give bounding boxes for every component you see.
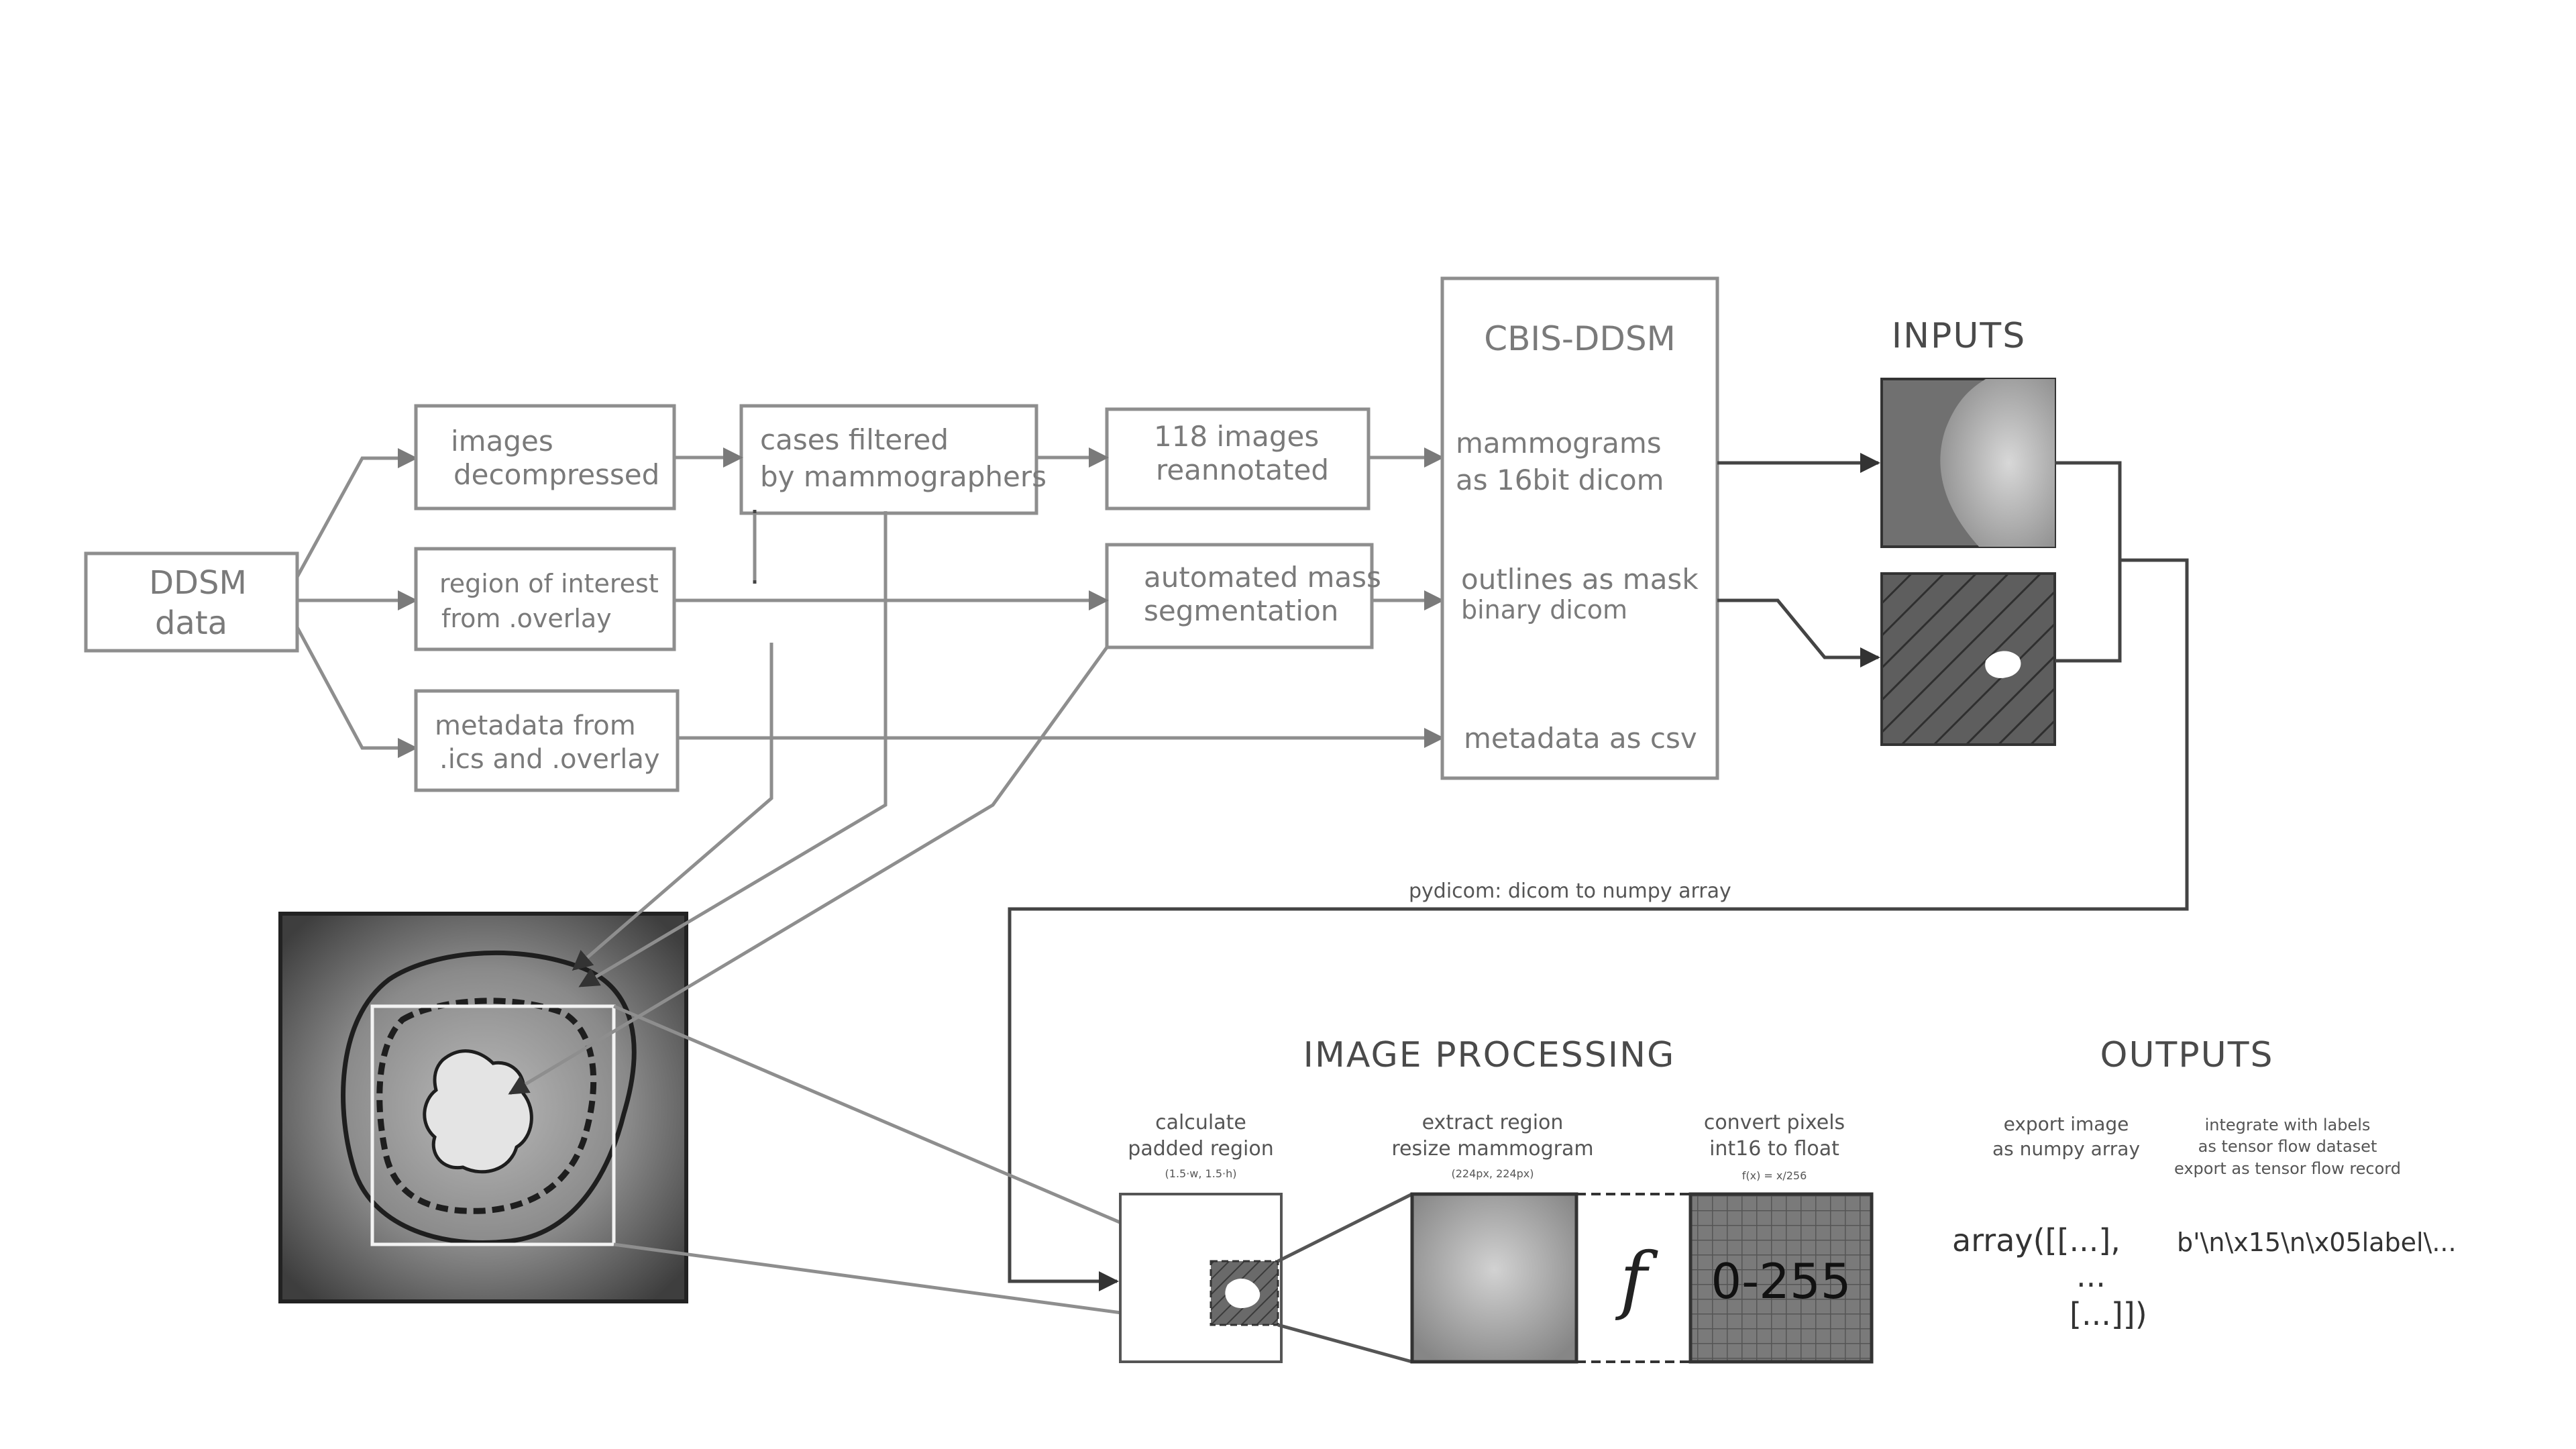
step-segmentation-line2: segmentation xyxy=(1144,594,1338,627)
step-decompressed-line2: decompressed xyxy=(453,458,659,491)
outputs-col1-line1: export image xyxy=(2004,1113,2129,1135)
step-filtered-line1: cases filtered xyxy=(760,423,949,456)
step-segmentation-box: automated mass segmentation xyxy=(1105,543,1381,649)
step-roi-line2: from .overlay xyxy=(441,604,612,633)
step-metadata-line1: metadata from xyxy=(435,710,636,741)
annotated-scan-image xyxy=(278,912,688,1303)
cbis-ddsm-title: CBIS-DDSM xyxy=(1484,319,1676,358)
step-roi-line1: region of interest xyxy=(439,569,659,598)
pydicom-label: pydicom: dicom to numpy array xyxy=(1409,879,1731,903)
step-metadata-line2: .ics and .overlay xyxy=(439,744,660,775)
step3-line2: int16 to float xyxy=(1709,1137,1839,1161)
step2-line1: extract region xyxy=(1422,1111,1564,1134)
input-mask-thumbnail xyxy=(1880,572,2056,746)
step-roi-box: region of interest from .overlay xyxy=(414,547,676,651)
outputs-col2-line1: integrate with labels xyxy=(2205,1116,2371,1134)
tfrecord-output: b'\n\x15\n\x05label\... xyxy=(2177,1228,2457,1257)
step-connector-arrows xyxy=(674,447,1444,748)
array-output-line2: ... xyxy=(2076,1258,2106,1294)
step-decompressed-box: images decompressed xyxy=(414,404,676,511)
step1-line1: calculate xyxy=(1155,1111,1246,1134)
step-decompressed-line1: images xyxy=(451,425,553,458)
image-processing-title: IMAGE PROCESSING xyxy=(1303,1035,1676,1075)
array-output-line1: array([[...], xyxy=(1952,1222,2121,1258)
outputs-col2-line3: export as tensor flow record xyxy=(2174,1159,2401,1178)
step3-line1: convert pixels xyxy=(1704,1111,1845,1134)
step1-line2: padded region xyxy=(1128,1137,1273,1161)
inputs-title: INPUTS xyxy=(1892,316,2026,356)
function-symbol: f xyxy=(1615,1236,1658,1322)
step2-note: (224px, 224px) xyxy=(1452,1167,1534,1180)
step-filtered-line2: by mammographers xyxy=(760,460,1046,493)
ddsm-label-line1: DDSM xyxy=(149,564,247,602)
step-reannotated-line1: 118 images xyxy=(1154,420,1319,453)
array-output-line3: [...]]) xyxy=(2070,1296,2147,1332)
pixel-range-label: 0-255 xyxy=(1711,1253,1851,1309)
cbis-item2-line2: binary dicom xyxy=(1461,595,1627,625)
step-metadata-box: metadata from .ics and .overlay xyxy=(414,689,680,792)
outputs-section: OUTPUTS export image as numpy array inte… xyxy=(1952,1035,2457,1332)
step-segmentation-line1: automated mass xyxy=(1144,561,1381,594)
resized-mammogram-image xyxy=(1410,1192,1578,1364)
padded-region-image xyxy=(1119,1193,1283,1363)
scan-pointer-arrows xyxy=(508,510,1109,1095)
image-processing-section: IMAGE PROCESSING calculate padded region… xyxy=(1119,1035,1874,1364)
cbis-item2-line1: outlines as mask xyxy=(1461,563,1699,596)
float-pixel-grid: 0-255 xyxy=(1688,1192,1874,1364)
cbis-item3: metadata as csv xyxy=(1464,722,1697,755)
outputs-title: OUTPUTS xyxy=(2100,1035,2274,1075)
cbis-item1-line1: mammograms xyxy=(1456,427,1662,460)
ddsm-source-box: DDSM data xyxy=(84,551,299,653)
step1-note: (1.5·w, 1.5·h) xyxy=(1165,1167,1237,1180)
step-reannotated-line2: reannotated xyxy=(1156,453,1329,486)
cbis-to-inputs-arrows xyxy=(1717,453,1880,667)
source-fanout-arrows xyxy=(295,448,418,758)
inputs-section: INPUTS pydicom: dicom to numpy array xyxy=(1008,316,2189,1291)
step-filtered-box: cases filtered by mammographers xyxy=(739,404,1046,515)
function-box: f xyxy=(1576,1193,1690,1363)
step2-line2: resize mammogram xyxy=(1391,1137,1593,1161)
ddsm-label-line2: data xyxy=(155,604,227,642)
cbis-ddsm-box: CBIS-DDSM mammograms as 16bit dicom outl… xyxy=(1440,276,1719,780)
input-mammogram-thumbnail xyxy=(1880,378,2056,548)
outputs-col2-line2: as tensor flow dataset xyxy=(2198,1137,2377,1156)
step3-note: f(x) = x/256 xyxy=(1742,1169,1807,1182)
zoom-lines xyxy=(613,1004,1212,1327)
cbis-item1-line2: as 16bit dicom xyxy=(1456,464,1664,496)
step-reannotated-box: 118 images reannotated xyxy=(1105,407,1371,511)
outputs-col1-line2: as numpy array xyxy=(1992,1138,2140,1160)
